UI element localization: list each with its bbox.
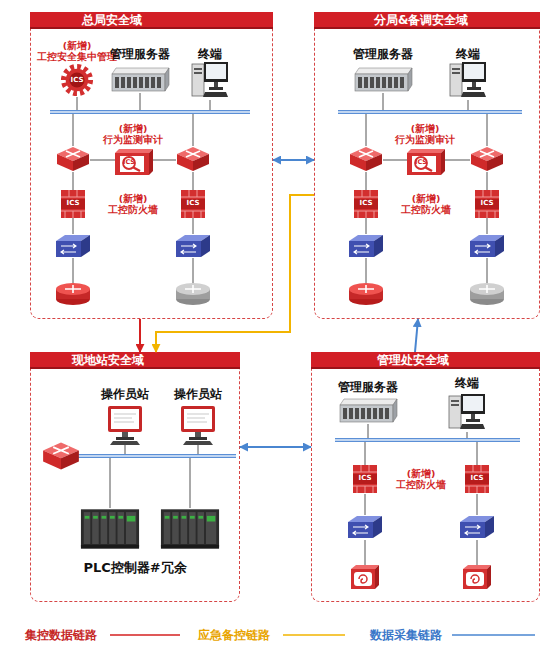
legend-line-sample xyxy=(110,634,180,636)
device-label: 管理服务器 xyxy=(338,47,428,61)
device-wire xyxy=(468,100,469,110)
ics-badge-text: ICS xyxy=(65,76,89,84)
domain-title: 现地站安全域 xyxy=(30,352,240,369)
legend-text: 集控数据链路 xyxy=(25,627,97,643)
network-bus-inner xyxy=(335,439,520,441)
new-feature-note: (新增) 工控防火墙 xyxy=(396,193,456,215)
domain-title: 总局安全域 xyxy=(30,12,273,29)
link-arrow xyxy=(139,319,141,352)
ics-badge-text: ICS xyxy=(353,474,377,482)
device-label: 终端 xyxy=(443,47,493,61)
device-wire xyxy=(198,445,199,454)
device-label: 操作员站 xyxy=(90,387,160,401)
ics-badge-text: ICS xyxy=(117,159,141,166)
plc-icon xyxy=(81,509,139,548)
device-wire xyxy=(365,442,366,465)
gateway-icon xyxy=(463,565,491,589)
ics-badge-text: ICS xyxy=(181,199,205,207)
device-wire xyxy=(477,494,478,515)
link-arrow xyxy=(273,159,314,161)
device-wire xyxy=(110,458,111,508)
audit-icon xyxy=(115,149,153,175)
device-wire xyxy=(383,93,384,110)
ics-badge-text: ICS xyxy=(465,474,489,482)
terminal-icon xyxy=(192,62,228,97)
legend-line-sample xyxy=(452,634,535,636)
domain-title: 管理处安全域 xyxy=(311,352,540,369)
device-wire xyxy=(125,445,126,454)
network-bus xyxy=(338,110,522,114)
new-feature-note: (新增) 工控防火墙 xyxy=(391,468,451,490)
device-wire xyxy=(140,93,141,110)
device-wire xyxy=(210,100,211,110)
new-feature-note: (新增) 工控安全集中管理 xyxy=(35,40,120,62)
legend-line-sample xyxy=(283,634,345,636)
ics-badge-text: ICS xyxy=(475,199,499,207)
device-label: 终端 xyxy=(442,376,492,390)
operator-station-icon xyxy=(108,406,142,445)
server-icon xyxy=(112,68,169,91)
device-stack xyxy=(349,114,383,305)
plc-icon xyxy=(161,509,219,548)
switch-icon xyxy=(348,516,382,538)
link-arrow xyxy=(156,195,314,352)
terminal-icon xyxy=(449,394,485,429)
device-wire xyxy=(368,424,369,438)
domain-title: 分局&备调安全域 xyxy=(314,12,540,29)
network-bus-inner xyxy=(338,111,522,113)
device-label: PLC控制器#冗余 xyxy=(65,560,205,575)
server-icon xyxy=(355,68,412,91)
legend-text: 数据采集链路 xyxy=(370,627,442,643)
new-feature-note: (新增) 工控防火墙 xyxy=(103,193,163,215)
device-wire xyxy=(365,494,366,515)
device-wire xyxy=(467,432,468,438)
operator-station-icon xyxy=(181,406,215,445)
firewall-icon xyxy=(465,465,489,493)
terminal-icon xyxy=(450,62,486,97)
central-management-icon xyxy=(64,67,90,93)
new-feature-note: (新增) 行为监测审计 xyxy=(98,123,168,145)
device-stack xyxy=(56,114,90,305)
network-bus xyxy=(335,438,520,442)
link-arrow xyxy=(415,319,418,352)
network-bus xyxy=(76,454,236,458)
device-label: 管理服务器 xyxy=(323,380,413,394)
device-label: 操作员站 xyxy=(163,387,233,401)
ics-badge-text: ICS xyxy=(409,159,433,166)
device-wire xyxy=(477,442,478,465)
network-bus-inner xyxy=(76,455,236,457)
link-arrow xyxy=(240,446,311,448)
device-label: 管理服务器 xyxy=(95,47,185,61)
device-label: 终端 xyxy=(185,47,235,61)
router-icon xyxy=(43,443,79,470)
server-icon xyxy=(340,399,397,422)
network-bus-inner xyxy=(50,111,250,113)
gateway-icon xyxy=(351,565,379,589)
audit-icon xyxy=(407,149,445,175)
new-feature-note: (新增) 行为监测审计 xyxy=(390,123,460,145)
device-wire xyxy=(365,540,366,565)
firewall-icon xyxy=(353,465,377,493)
legend-text: 应急备控链路 xyxy=(198,627,270,643)
ics-badge-text: ICS xyxy=(61,199,85,207)
device-stack xyxy=(176,114,210,305)
switch-icon xyxy=(460,516,494,538)
ics-badge-text: ICS xyxy=(354,199,378,207)
device-wire xyxy=(77,97,78,110)
device-wire xyxy=(190,458,191,508)
device-wire xyxy=(477,540,478,565)
device-stack xyxy=(470,114,504,305)
network-bus xyxy=(50,110,250,114)
